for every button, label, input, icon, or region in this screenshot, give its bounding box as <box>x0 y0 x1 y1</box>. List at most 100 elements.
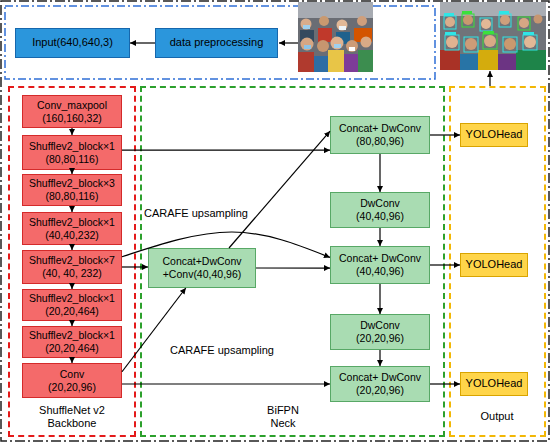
arrow-connector <box>379 228 380 246</box>
region-label: ShuffleNet v2 Backbone <box>27 404 117 430</box>
box-label: Conv_maxpool (160,160,32) <box>24 99 120 124</box>
process-box: Shufflev2_block×7 (40, 40, 232) <box>22 250 122 284</box>
person-head <box>445 17 455 27</box>
detection-box <box>444 16 456 29</box>
detection-box <box>523 35 537 50</box>
arrow-connector <box>430 134 460 135</box>
person-head <box>504 38 516 50</box>
detection-box <box>464 37 478 52</box>
person-clothes <box>478 50 498 70</box>
box-label: Shufflev2_block×1 (20,20,464) <box>24 292 120 317</box>
arrow-connector <box>71 128 72 135</box>
detection-tag <box>445 32 456 35</box>
box-label: Concat+ DwConv (40,40,96) <box>333 252 427 277</box>
arrow-connector <box>71 284 72 289</box>
flow-arrow <box>489 71 490 86</box>
process-box: Conv (20,20,96) <box>22 363 122 398</box>
person-clothes <box>440 50 460 70</box>
box-label: Shufflev2_block×1 (20,20,464) <box>24 329 120 354</box>
detection-tag <box>523 32 534 35</box>
arrow-connector <box>229 131 330 248</box>
person-clothes <box>460 54 478 70</box>
person-clothes <box>344 54 358 72</box>
arrow-connector <box>71 170 72 174</box>
person-clothes <box>298 52 314 72</box>
person-head <box>301 19 312 30</box>
arrow-connector <box>122 266 148 267</box>
detection-box <box>518 17 530 30</box>
box-label: Shufflev2_block×3 (80,80,116) <box>24 177 120 202</box>
input-photo <box>298 2 373 72</box>
arrow-connector <box>122 383 330 384</box>
person-head <box>524 36 536 48</box>
process-box: Concat+ DwConv (20,20,96) <box>330 366 430 402</box>
arrow-connector <box>71 245 72 250</box>
person-head <box>465 38 477 50</box>
process-box: YOLOHead <box>460 253 528 277</box>
detection-box <box>462 14 474 27</box>
process-box: data preprocessing <box>155 28 278 58</box>
process-box: Concat+DwConv +Conv(40,40,96) <box>148 248 256 288</box>
person-clothes <box>498 54 516 70</box>
arrow-connector <box>71 206 72 212</box>
person-head <box>481 19 491 29</box>
photo-background <box>298 2 373 18</box>
detection-box <box>483 34 497 49</box>
box-label: YOLOHead <box>466 377 523 390</box>
face-mask <box>349 47 355 51</box>
person-clothes <box>358 50 373 72</box>
process-box: Conv_maxpool (160,160,32) <box>22 95 122 128</box>
box-label: Concat+ DwConv (80,80,96) <box>333 122 427 147</box>
box-label: Input(640,640,3) <box>32 36 113 49</box>
arrow-connector <box>256 267 330 268</box>
person-head <box>484 35 496 47</box>
process-box: DwConv (40,40,96) <box>330 192 430 228</box>
process-box: YOLOHead <box>460 372 528 396</box>
box-label: Concat+DwConv +Conv(40,40,96) <box>152 255 252 280</box>
box-label: YOLOHead <box>466 258 523 271</box>
arrow-connector <box>122 232 330 257</box>
person-head <box>346 40 358 52</box>
detection-box <box>480 18 492 31</box>
process-box: Shufflev2_block×1 (40,40,232) <box>22 212 122 245</box>
box-label: DwConv (20,20,96) <box>350 319 410 344</box>
person-clothes <box>318 28 332 42</box>
box-label: Concat+ DwConv (20,20,96) <box>333 371 427 396</box>
box-label: Conv (20,20,96) <box>42 368 102 393</box>
arrow-connector <box>122 288 186 372</box>
stage-region: ShuffleNet v2 Backbone Conv_maxpool (160,… <box>8 86 136 437</box>
person-head <box>446 36 458 48</box>
face-mask <box>303 25 310 29</box>
region-label: Output <box>467 410 527 423</box>
person-head <box>519 18 529 28</box>
person-head <box>534 15 543 24</box>
flow-arrow <box>279 42 298 43</box>
person-head <box>463 15 473 25</box>
person-head <box>301 38 314 51</box>
box-label: Shufflev2_block×1 (40,40,232) <box>24 216 120 241</box>
person-head <box>319 16 329 26</box>
person-clothes <box>314 56 328 72</box>
process-box: Concat+ DwConv (80,80,96) <box>330 116 430 154</box>
process-box: DwConv (20,20,96) <box>330 314 430 350</box>
box-label: YOLOHead <box>466 128 523 141</box>
arrow-connector <box>379 350 380 366</box>
detection-box <box>499 14 511 27</box>
box-label: Shufflev2_block×1 (80,80,116) <box>24 140 120 165</box>
arrow-connector <box>379 284 380 314</box>
person-head <box>331 37 344 50</box>
person-clothes <box>516 50 546 70</box>
process-box: Shufflev2_block×1 (20,20,464) <box>22 326 122 358</box>
edge-label: CARAFE upsampling <box>144 207 248 219</box>
process-box: Shufflev2_block×1 (80,80,116) <box>22 135 122 170</box>
arrow-connector <box>71 321 72 326</box>
person-head <box>361 37 372 48</box>
person-head <box>500 15 510 25</box>
arrow-connector <box>122 149 330 150</box>
stage-region: OutputYOLOHeadYOLOHeadYOLOHead <box>449 86 546 437</box>
process-box: Shufflev2_block×1 (20,20,464) <box>22 289 122 321</box>
face-mask <box>339 26 346 30</box>
box-label: DwConv (40,40,96) <box>350 197 410 222</box>
